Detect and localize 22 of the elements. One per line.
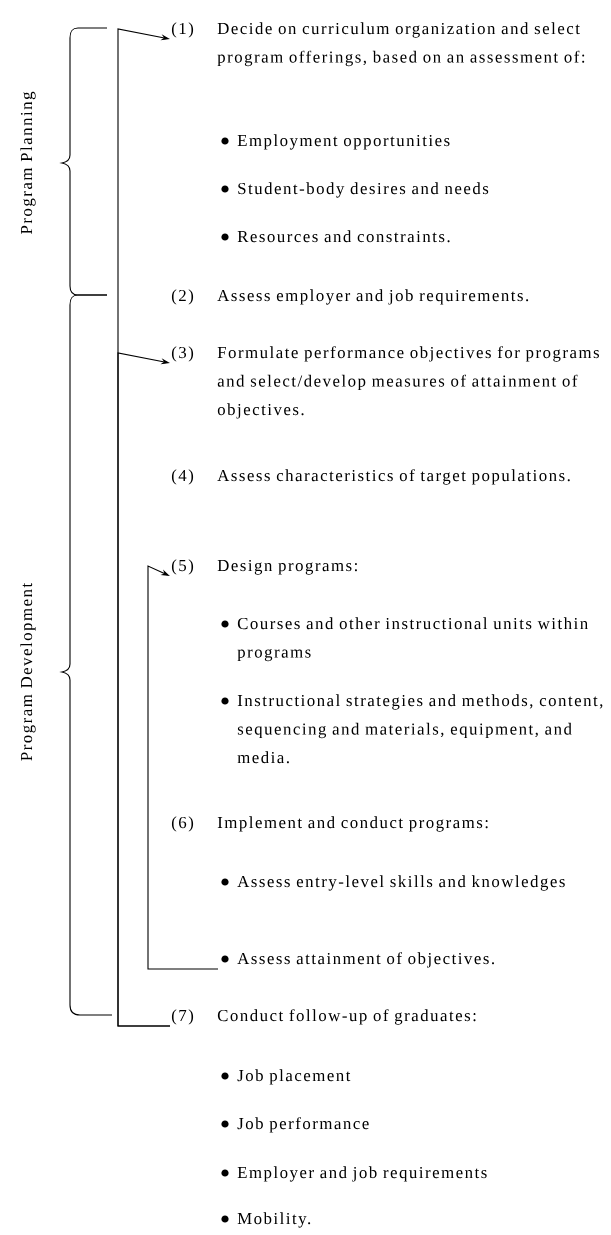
bullet-item: Resources and constraints. bbox=[237, 230, 450, 243]
bullet-item: Mobility. bbox=[237, 1212, 311, 1228]
bullet-item: Assess attainment of objectives. bbox=[237, 952, 494, 968]
bullet-item: Employer and job requirements bbox=[237, 1166, 487, 1182]
bullet-item: Student-body desires and needs bbox=[238, 182, 489, 198]
bullet-item: Instructional strategies and methods, content, sequencing and materials, equipment, and media. bbox=[237, 694, 603, 764]
numbered-step: (2) Assess employer and job requirements. bbox=[171, 289, 529, 305]
brace-label: Program Development bbox=[20, 582, 36, 761]
numbered-step: (1) Decide on curriculum organization and select program offerings, based on an assessment of: bbox=[171, 22, 585, 67]
numbered-step: (7) Conduct follow-up of graduates: bbox=[171, 1009, 476, 1025]
connector-arrow bbox=[117, 352, 171, 1027]
numbered-step: (3) Formulate performance objectives for programs and select/develop measures of attainment of objectives. bbox=[171, 346, 599, 419]
bullet-item: Job placement bbox=[237, 1069, 351, 1085]
brace-label: Program Planning bbox=[20, 91, 36, 234]
bullet-item: Assess entry-level skills and knowledges bbox=[237, 875, 565, 891]
numbered-step: (5) Design programs: bbox=[171, 559, 357, 575]
bullet-item: Job performance bbox=[237, 1117, 369, 1133]
connector-arrow bbox=[147, 565, 219, 970]
numbered-step: (4) Assess characteristics of target populations. bbox=[171, 469, 570, 485]
bullet-item: Courses and other instructional units within programs bbox=[237, 617, 588, 662]
bullet-item: Employment opportunities bbox=[237, 134, 450, 150]
numbered-step: (6) Implement and conduct programs: bbox=[171, 816, 488, 832]
